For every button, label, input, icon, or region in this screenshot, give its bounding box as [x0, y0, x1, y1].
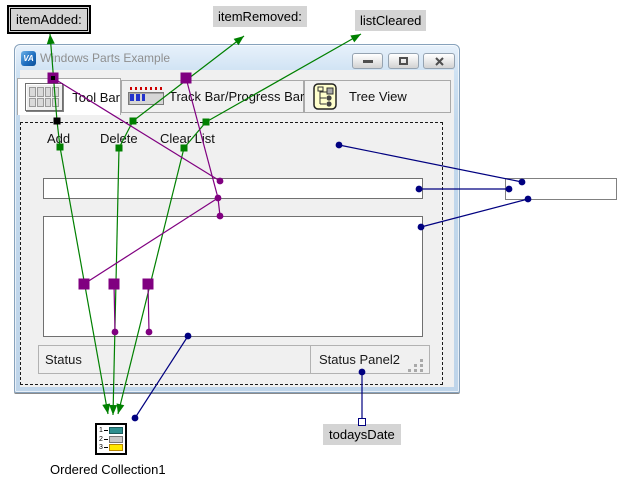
- ordered-collection-icon[interactable]: 1 2 3: [95, 423, 127, 455]
- toolbar-tab-icon: [25, 83, 64, 111]
- oc-row-number: 2: [99, 435, 103, 443]
- tab-label: Track Bar/Progress Bar: [169, 89, 305, 104]
- status-panel-1[interactable]: Status: [38, 345, 311, 374]
- close-icon: [434, 56, 444, 66]
- external-entry-field[interactable]: [505, 178, 617, 200]
- window-title: Windows Parts Example: [40, 51, 171, 65]
- trackbar-tab-icon: [128, 87, 164, 106]
- tab-track-bar-progress-bar[interactable]: Track Bar/Progress Bar: [121, 80, 304, 113]
- connection-arrowhead: [102, 403, 111, 414]
- oc-row-number: 3: [99, 443, 103, 451]
- tab-label: Tool Bar: [72, 89, 120, 105]
- connection-arrowhead: [116, 403, 125, 414]
- tab-label: Tree View: [349, 89, 407, 104]
- dot-marker-blue: [131, 414, 139, 422]
- oc-row-number: 1: [99, 427, 103, 435]
- maximize-icon: [399, 57, 408, 65]
- toolbar-button-delete[interactable]: Delete: [100, 131, 138, 146]
- variable-todays-date[interactable]: todaysDate: [323, 424, 401, 445]
- list-box[interactable]: [43, 216, 423, 337]
- connection-arrowhead: [350, 34, 361, 43]
- script-list-cleared[interactable]: listCleared: [355, 10, 427, 31]
- toolbar-button-clear-list[interactable]: Clear List: [160, 131, 215, 146]
- minimize-button[interactable]: [352, 53, 383, 69]
- script-item-added[interactable]: itemAdded:: [10, 8, 88, 31]
- oc-row: 2: [99, 435, 123, 443]
- close-button[interactable]: [423, 53, 455, 69]
- tab-tree-view[interactable]: Tree View: [304, 80, 451, 113]
- status-panel1-text: Status: [45, 352, 82, 367]
- oc-row: 1: [99, 427, 123, 435]
- tab-tool-bar[interactable]: Tool Bar: [17, 78, 121, 115]
- text-entry-field[interactable]: [43, 178, 423, 199]
- resize-grip-icon: [408, 359, 423, 372]
- treeview-tab-icon: [313, 83, 337, 110]
- toolbar-button-add[interactable]: Add: [47, 131, 71, 146]
- ordered-collection-label: Ordered Collection1: [50, 462, 166, 477]
- va-logo-icon: VA: [21, 51, 36, 66]
- script-item-removed[interactable]: itemRemoved:: [213, 6, 307, 27]
- connection-arrowhead: [109, 404, 118, 415]
- maximize-button[interactable]: [388, 53, 419, 69]
- connection-arrowhead: [46, 34, 55, 45]
- status-panel2-text: Status Panel2: [319, 352, 400, 367]
- minimize-icon: [362, 59, 373, 63]
- oc-row: 3: [99, 443, 123, 451]
